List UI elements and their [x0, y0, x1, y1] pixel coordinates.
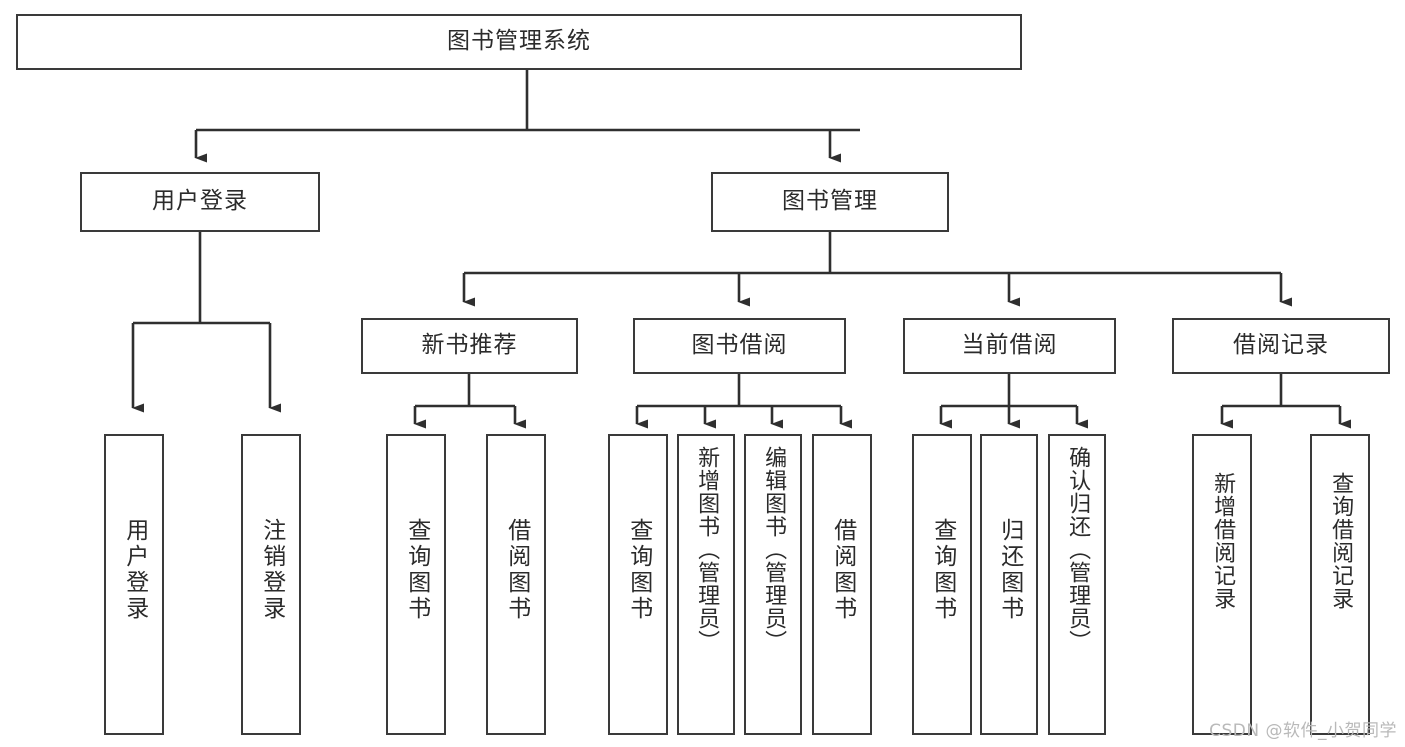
node-root[interactable]: 图书管理系统: [16, 14, 1022, 70]
node-book-management-label: 图书管理: [782, 188, 878, 215]
leaf-add-book-admin-label: 新增图书（管理员）: [694, 446, 720, 653]
watermark-text: CSDN @软件_小贺同学: [1209, 721, 1397, 741]
leaf-borrow-book[interactable]: 借阅图书: [812, 434, 872, 735]
leaf-add-book-admin[interactable]: 新增图书（管理员）: [677, 434, 735, 735]
node-current-borrow[interactable]: 当前借阅: [903, 318, 1116, 374]
leaf-edit-book-admin-label: 编辑图书（管理员）: [761, 446, 787, 653]
leaf-query-book-recommend-label: 查询图书: [403, 518, 430, 622]
leaf-query-borrow-record-label: 查询借阅记录: [1328, 472, 1354, 610]
leaf-borrow-book-label: 借阅图书: [829, 518, 856, 622]
node-borrow-record-label: 借阅记录: [1233, 332, 1329, 359]
leaf-borrow-book-recommend-label: 借阅图书: [503, 518, 530, 622]
leaf-edit-book-admin[interactable]: 编辑图书（管理员）: [744, 434, 802, 735]
leaf-query-book-borrow-label: 查询图书: [625, 518, 652, 622]
leaf-borrow-book-recommend[interactable]: 借阅图书: [486, 434, 546, 735]
node-current-borrow-label: 当前借阅: [961, 332, 1058, 359]
node-new-book-recommend-label: 新书推荐: [421, 332, 518, 359]
node-user-login[interactable]: 用户登录: [80, 172, 320, 232]
node-root-label: 图书管理系统: [447, 28, 591, 55]
leaf-confirm-return-admin[interactable]: 确认归还（管理员）: [1048, 434, 1106, 735]
node-new-book-recommend[interactable]: 新书推荐: [361, 318, 578, 374]
leaf-query-book-current-label: 查询图书: [929, 518, 956, 622]
leaf-query-book-borrow[interactable]: 查询图书: [608, 434, 668, 735]
node-user-login-label: 用户登录: [152, 188, 248, 215]
node-book-management[interactable]: 图书管理: [711, 172, 949, 232]
node-borrow-record[interactable]: 借阅记录: [1172, 318, 1390, 374]
leaf-return-book-label: 归还图书: [996, 518, 1023, 622]
leaf-confirm-return-admin-label: 确认归还（管理员）: [1065, 446, 1091, 653]
leaf-logout[interactable]: 注销登录: [241, 434, 301, 735]
leaf-logout-label: 注销登录: [258, 518, 285, 622]
leaf-user-login[interactable]: 用户登录: [104, 434, 164, 735]
leaf-query-book-recommend[interactable]: 查询图书: [386, 434, 446, 735]
leaf-return-book[interactable]: 归还图书: [980, 434, 1038, 735]
node-book-borrow[interactable]: 图书借阅: [633, 318, 846, 374]
leaf-user-login-label: 用户登录: [121, 518, 148, 622]
node-book-borrow-label: 图书借阅: [691, 332, 788, 359]
leaf-query-borrow-record[interactable]: 查询借阅记录: [1310, 434, 1370, 735]
leaf-add-borrow-record[interactable]: 新增借阅记录: [1192, 434, 1252, 735]
leaf-query-book-current[interactable]: 查询图书: [912, 434, 972, 735]
leaf-add-borrow-record-label: 新增借阅记录: [1210, 472, 1236, 610]
